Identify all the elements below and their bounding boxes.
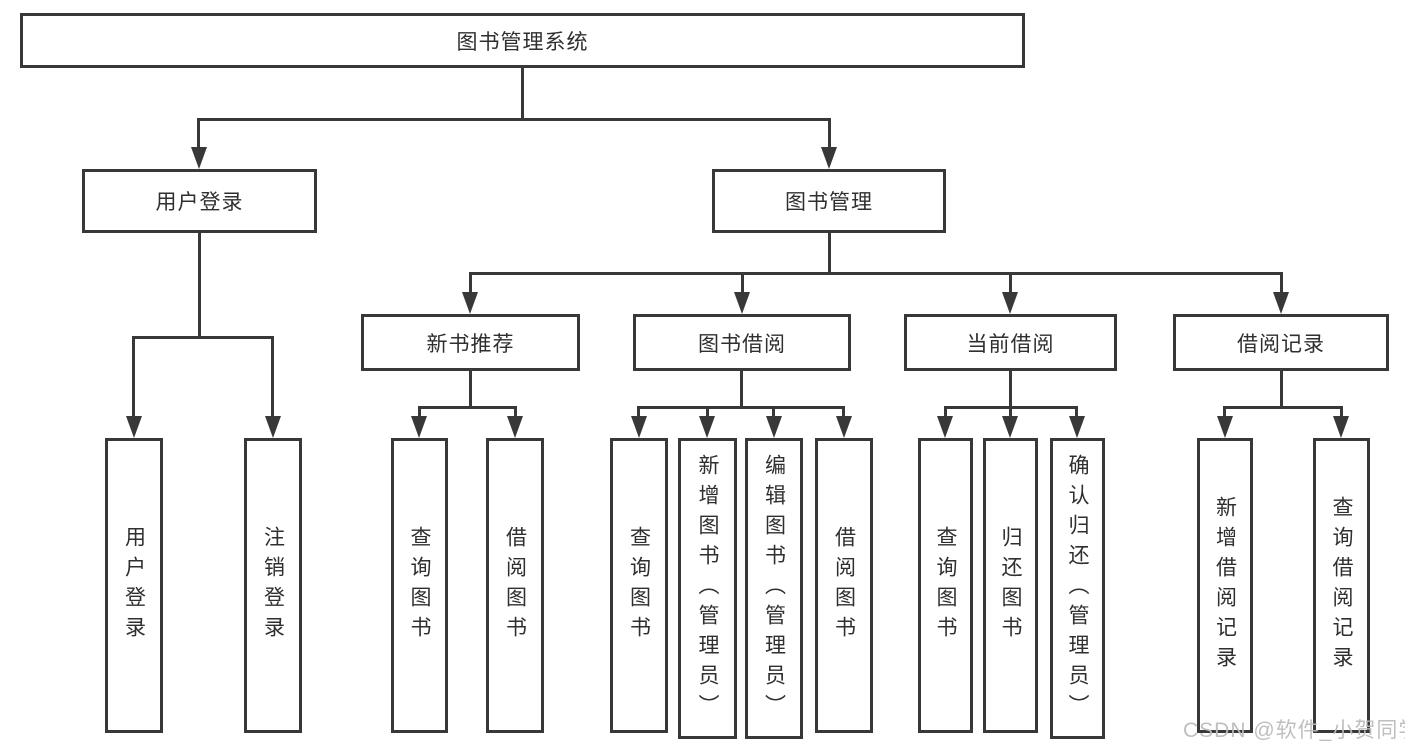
arrowhead [734, 292, 750, 314]
connector-line [828, 233, 831, 272]
arrowhead [462, 292, 478, 314]
arrowhead [937, 416, 953, 438]
leaf-logout-login: 注销登录 [244, 438, 302, 733]
leaf-query-books-3: 查询图书 [918, 438, 973, 733]
leaf-borrow-books-1: 借阅图书 [486, 438, 544, 733]
leaf-query-books-2-label: 查询图书 [627, 525, 651, 646]
connector-line [637, 406, 640, 418]
connector-line [271, 336, 274, 418]
arrowhead [1069, 416, 1085, 438]
connector-line [132, 336, 135, 418]
connector-line [772, 406, 775, 418]
connector-line [1009, 371, 1012, 406]
arrowhead [411, 416, 427, 438]
connector-line [740, 371, 743, 406]
connector-line [469, 272, 472, 295]
connector-line [469, 371, 472, 406]
leaf-user-login-label: 用户登录 [122, 525, 146, 646]
connector-line [198, 233, 201, 336]
connector-line [418, 406, 517, 409]
node-book-management-label: 图书管理 [785, 191, 873, 214]
arrowhead [631, 416, 647, 438]
leaf-edit-books-admin: 编辑图书（管理员） [745, 438, 803, 739]
arrowhead [1217, 416, 1233, 438]
connector-line [514, 406, 517, 418]
node-book-borrowing-label: 图书借阅 [698, 332, 786, 356]
node-root: 图书管理系统 [20, 13, 1025, 68]
connector-line [521, 68, 524, 118]
leaf-add-borrow-record: 新增借阅记录 [1197, 438, 1253, 733]
connector-line [706, 406, 709, 418]
leaf-query-books-3-label: 查询图书 [934, 525, 957, 646]
arrowhead [821, 147, 837, 169]
node-new-book-recommend-label: 新书推荐 [426, 332, 515, 356]
node-current-borrowing: 当前借阅 [904, 314, 1117, 371]
leaf-query-books-1: 查询图书 [391, 438, 448, 733]
connector-line [1223, 406, 1342, 409]
arrowhead [265, 416, 281, 438]
connector-line [828, 118, 831, 151]
connector-line [944, 406, 947, 418]
leaf-add-books-admin-label: 新增图书（管理员） [696, 453, 719, 724]
arrowhead [1002, 416, 1018, 438]
connector-line [469, 272, 1282, 275]
node-new-book-recommend: 新书推荐 [361, 314, 580, 371]
leaf-borrow-books-1-label: 借阅图书 [503, 525, 527, 646]
arrowhead [507, 416, 523, 438]
node-borrowing-records: 借阅记录 [1173, 314, 1389, 371]
arrowhead [1002, 292, 1018, 314]
connector-line [1280, 371, 1283, 406]
arrowhead [126, 416, 142, 438]
arrowhead [1333, 416, 1349, 438]
arrowhead [836, 416, 852, 438]
node-user-login-label: 用户登录 [155, 191, 244, 214]
leaf-logout-login-label: 注销登录 [261, 525, 285, 646]
connector-line [842, 406, 845, 418]
node-borrowing-records-label: 借阅记录 [1237, 332, 1325, 356]
connector-line [132, 336, 274, 339]
connector-line [1280, 272, 1283, 295]
node-book-management: 图书管理 [712, 169, 946, 233]
connector-line [197, 118, 200, 151]
leaf-query-borrow-record: 查询借阅记录 [1313, 438, 1370, 733]
leaf-return-books-label: 归还图书 [999, 525, 1022, 646]
leaf-query-books-1-label: 查询图书 [408, 525, 431, 646]
arrowhead [699, 416, 715, 438]
connector-line [1009, 272, 1012, 295]
leaf-confirm-return-admin: 确认归还（管理员） [1050, 438, 1105, 739]
connector-line [198, 118, 831, 121]
node-root-label: 图书管理系统 [456, 30, 589, 54]
connector-line [637, 406, 845, 409]
connector-line [1223, 406, 1226, 418]
arrowhead [191, 147, 207, 169]
leaf-return-books: 归还图书 [983, 438, 1038, 733]
leaf-borrow-books-2-label: 借阅图书 [832, 525, 856, 646]
leaf-confirm-return-admin-label: 确认归还（管理员） [1066, 453, 1089, 724]
leaf-add-borrow-record-label: 新增借阅记录 [1213, 495, 1237, 676]
leaf-user-login: 用户登录 [105, 438, 163, 733]
arrowhead [766, 416, 782, 438]
arrowhead [1273, 292, 1289, 314]
watermark: CSDN @软件_小贺同学 [1183, 719, 1405, 742]
leaf-borrow-books-2: 借阅图书 [815, 438, 873, 733]
connector-line [1340, 406, 1343, 418]
leaf-query-books-2: 查询图书 [610, 438, 668, 733]
connector-line [1075, 406, 1078, 418]
node-user-login: 用户登录 [82, 169, 317, 233]
connector-line [741, 272, 744, 295]
leaf-query-borrow-record-label: 查询借阅记录 [1330, 495, 1353, 676]
node-book-borrowing: 图书借阅 [633, 314, 851, 371]
connector-line [418, 406, 421, 418]
node-current-borrowing-label: 当前借阅 [966, 332, 1055, 356]
connector-line [1009, 406, 1012, 418]
leaf-add-books-admin: 新增图书（管理员） [678, 438, 737, 739]
leaf-edit-books-admin-label: 编辑图书（管理员） [762, 453, 786, 724]
